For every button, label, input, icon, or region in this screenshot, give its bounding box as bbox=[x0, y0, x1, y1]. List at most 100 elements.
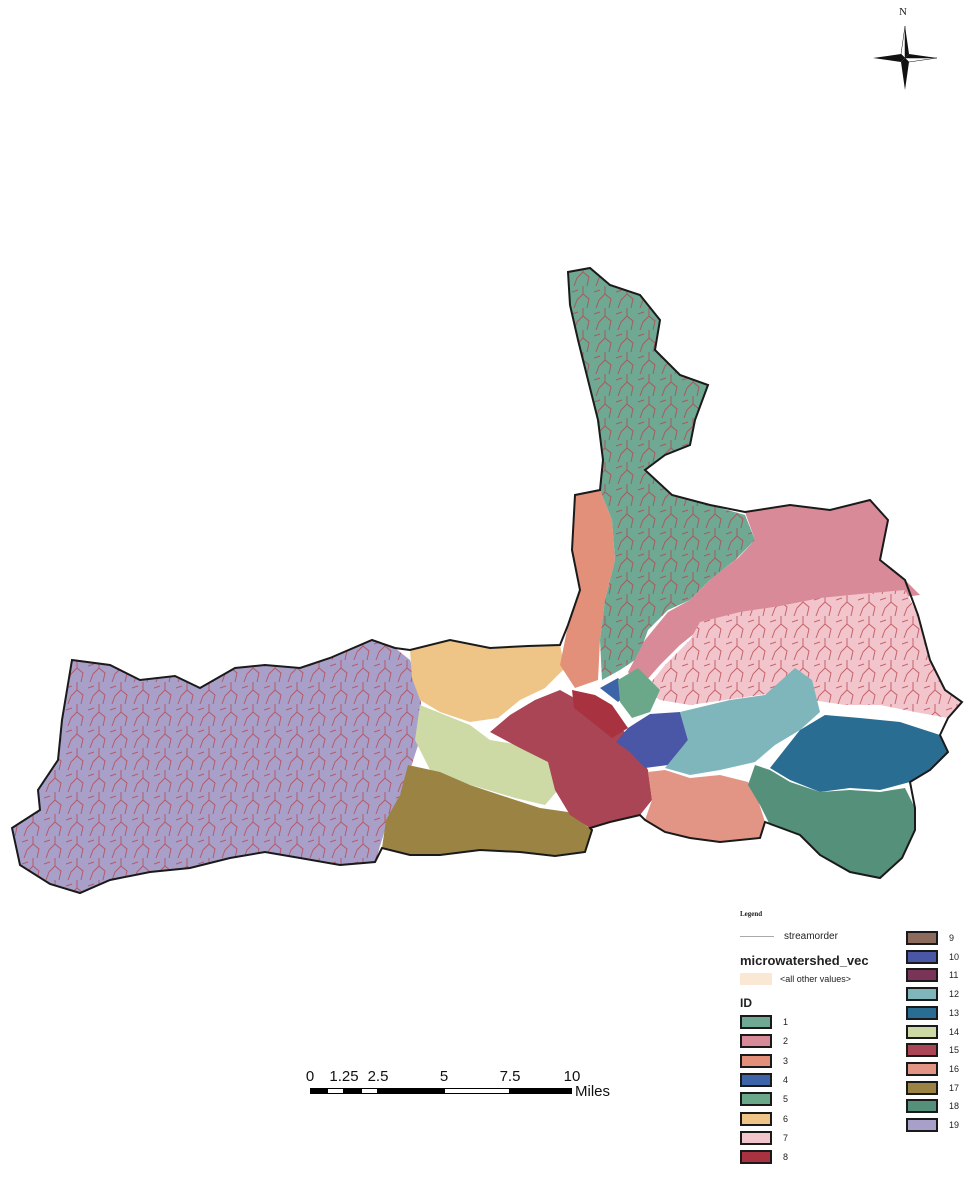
legend-item-label: 4 bbox=[783, 1074, 789, 1085]
watershed-2 bbox=[628, 500, 920, 690]
legend-item-label: 5 bbox=[783, 1094, 789, 1105]
watershed-17 bbox=[382, 765, 592, 856]
watershed-13 bbox=[770, 715, 948, 792]
watershed-boundary bbox=[10, 266, 964, 895]
scale-segment bbox=[344, 1088, 361, 1094]
legend-swatch bbox=[906, 1118, 938, 1132]
legend-swatch bbox=[906, 1099, 938, 1114]
legend-title: Legend bbox=[740, 910, 763, 918]
legend-item-1: 1 bbox=[740, 1015, 788, 1029]
legend-item-label: 16 bbox=[949, 1063, 960, 1074]
legend-item-label: 8 bbox=[783, 1152, 789, 1163]
legend-swatch bbox=[906, 1043, 938, 1058]
legend-swatch bbox=[906, 1080, 938, 1095]
watershed-10 bbox=[616, 712, 688, 768]
other-values-label: <all other values> bbox=[780, 974, 852, 984]
legend-swatch bbox=[740, 1150, 772, 1165]
other-values-swatch bbox=[740, 973, 772, 985]
legend-item-2: 2 bbox=[740, 1034, 789, 1049]
legend-item-7: 7 bbox=[740, 1130, 789, 1145]
legend-swatch bbox=[740, 1072, 772, 1087]
scale-segment bbox=[444, 1088, 510, 1094]
scale-bar: 0 1.25 2.5 5 7.5 10 Miles bbox=[305, 1068, 625, 1100]
legend-item-12: 12 bbox=[906, 987, 960, 1002]
legend-swatch bbox=[906, 931, 938, 945]
legend-swatch bbox=[740, 1015, 772, 1029]
watershed-16 bbox=[645, 770, 765, 842]
legend-item-14: 14 bbox=[906, 1024, 960, 1039]
watershed-12 bbox=[665, 668, 820, 775]
legend-item-label: 7 bbox=[783, 1132, 789, 1143]
legend-item-15: 15 bbox=[906, 1043, 960, 1058]
legend-item-label: 11 bbox=[949, 970, 959, 981]
scale-units: Miles bbox=[575, 1083, 611, 1100]
watershed-5 bbox=[618, 668, 660, 718]
stream-line-symbol bbox=[740, 936, 774, 937]
legend-item-18: 18 bbox=[906, 1099, 960, 1114]
legend-item-label: 13 bbox=[949, 1007, 960, 1018]
legend: Legend streamorder microwatershed_vec <a… bbox=[738, 908, 960, 1165]
scale-segment bbox=[510, 1088, 572, 1094]
legend-item-4: 4 bbox=[740, 1072, 789, 1087]
legend-swatch bbox=[740, 1053, 772, 1068]
scale-segment bbox=[378, 1088, 444, 1094]
legend-swatch bbox=[906, 1024, 938, 1039]
watershed-7-streams bbox=[645, 590, 962, 718]
legend-item-label: 19 bbox=[949, 1120, 960, 1130]
legend-item-label: 1 bbox=[783, 1017, 789, 1027]
stream-label: streamorder bbox=[784, 931, 838, 942]
legend-item-label: 9 bbox=[949, 933, 955, 943]
legend-item-label: 17 bbox=[949, 1082, 960, 1093]
scale-tick-label: 2.5 bbox=[367, 1068, 389, 1085]
legend-item-8: 8 bbox=[740, 1150, 789, 1165]
legend-item-16: 16 bbox=[906, 1061, 960, 1076]
legend-item-13: 13 bbox=[906, 1005, 960, 1020]
legend-item-17: 17 bbox=[906, 1080, 960, 1095]
legend-item-11: 11 bbox=[906, 968, 959, 983]
legend-swatch bbox=[740, 1034, 772, 1049]
legend-swatch bbox=[740, 1092, 772, 1107]
legend-item-3: 3 bbox=[740, 1053, 789, 1068]
legend-other-row: <all other values> bbox=[740, 973, 851, 985]
legend-item-10: 10 bbox=[906, 949, 960, 964]
legend-swatch bbox=[906, 1005, 938, 1020]
legend-item-label: 2 bbox=[783, 1036, 789, 1047]
legend-swatch bbox=[906, 1061, 938, 1076]
legend-item-label: 15 bbox=[949, 1045, 960, 1056]
compass-rose-icon bbox=[873, 25, 938, 90]
watershed-1-streams bbox=[568, 268, 755, 680]
scale-tick-label: 0 bbox=[305, 1068, 315, 1085]
field-label: ID bbox=[740, 996, 752, 1010]
legend-swatch bbox=[740, 1111, 772, 1126]
legend-swatch bbox=[906, 987, 938, 1002]
legend-swatch bbox=[906, 949, 938, 964]
scale-segment bbox=[310, 1088, 327, 1094]
legend-item-19: 19 bbox=[906, 1118, 959, 1132]
watershed-3 bbox=[560, 490, 615, 688]
layer-name: microwatershed_vec bbox=[740, 953, 869, 968]
legend-item-label: 14 bbox=[949, 1026, 960, 1037]
watershed-6 bbox=[410, 640, 565, 722]
legend-item-label: 18 bbox=[949, 1101, 960, 1112]
legend-swatch bbox=[740, 1130, 772, 1145]
legend-item-6: 6 bbox=[740, 1111, 789, 1126]
legend-stream-row: streamorder bbox=[740, 931, 838, 942]
legend-item-label: 3 bbox=[783, 1055, 789, 1066]
legend-swatch bbox=[906, 968, 938, 983]
watershed-14 bbox=[415, 705, 558, 805]
legend-item-label: 12 bbox=[949, 989, 960, 1000]
watershed-18 bbox=[748, 765, 915, 878]
legend-item-9: 9 bbox=[906, 931, 954, 945]
legend-item-label: 10 bbox=[949, 951, 960, 962]
legend-item-label: 6 bbox=[783, 1113, 789, 1124]
watershed-8 bbox=[572, 690, 628, 738]
north-label: N bbox=[899, 6, 907, 18]
scale-segment bbox=[361, 1088, 378, 1094]
watershed-19-streams bbox=[12, 640, 423, 893]
scale-tick-label: 1.25 bbox=[329, 1068, 359, 1085]
legend-item-5: 5 bbox=[740, 1092, 789, 1107]
scale-tick-label: 5 bbox=[439, 1068, 449, 1085]
scale-tick-label: 7.5 bbox=[499, 1068, 521, 1085]
scale-tick-label: 10 bbox=[563, 1068, 581, 1085]
